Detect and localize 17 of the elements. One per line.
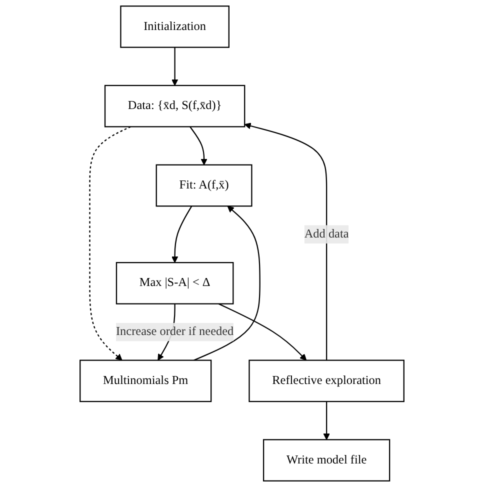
arrow: [323, 402, 330, 440]
node-box: Fit: A(f,x̄): [156, 164, 252, 207]
edge-label: Add data: [304, 227, 349, 240]
edge-label: Increase order if needed: [116, 325, 234, 338]
arrow: [171, 206, 192, 263]
arrow: [171, 47, 178, 86]
node-box: Data: {x̄d, S(f,x̄d)}: [104, 84, 246, 128]
arrow: [190, 126, 208, 166]
arrow: [194, 206, 260, 361]
node-box: Initialization: [120, 6, 230, 48]
arrow: [89, 126, 131, 361]
node-box: Write model file: [262, 439, 390, 482]
node-box: Reflective exploration: [248, 360, 404, 402]
node-box: Multinomials Pm: [80, 360, 212, 402]
arrow: [218, 303, 307, 361]
node-box: Max |S-A| < Δ: [116, 262, 234, 304]
arrow: [244, 122, 328, 360]
